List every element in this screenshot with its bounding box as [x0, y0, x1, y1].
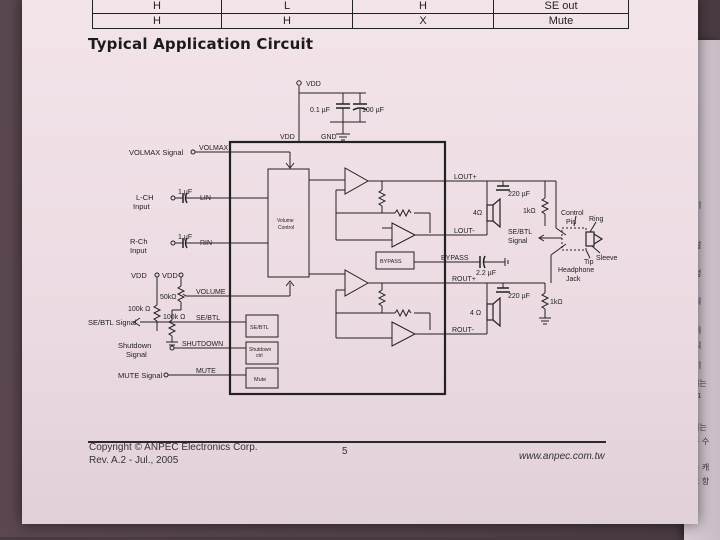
arrow-icon	[538, 234, 545, 242]
side-text: 이는	[692, 379, 707, 388]
datasheet-page	[22, 0, 698, 524]
tip-label: Tip	[584, 259, 594, 266]
mute-pin-label: MUTE	[196, 368, 216, 375]
rout-minus-label: ROUT-	[452, 327, 474, 334]
revision-text: Rev. A.2 - Jul., 2005	[89, 455, 179, 466]
shutdown-block	[245, 341, 279, 365]
schematic-labels: VDD 0.1 µF 100 µF VDD GND VOLMAX Signal …	[88, 81, 618, 383]
website-url: www.anpec.com.tw	[519, 451, 605, 462]
res-label: 1kΩ	[550, 299, 563, 306]
resistor-icon	[394, 308, 412, 318]
volume-pin-label: VOLUME	[196, 289, 226, 296]
lout-plus-label: LOUT+	[454, 174, 477, 181]
rch-terminal	[170, 240, 176, 246]
mute-terminal	[163, 372, 169, 378]
speaker-icon	[486, 303, 494, 321]
sebtl-block	[245, 314, 279, 338]
sebtl-signal-label: SE/BTL Signal	[88, 318, 137, 327]
vdd-pin-label: VDD	[280, 134, 295, 141]
arrow-icon	[133, 317, 141, 327]
res-label: 1kΩ	[523, 208, 536, 215]
shutdown-terminal	[169, 345, 175, 351]
cap-label: 220 µF	[508, 191, 530, 198]
volmax-terminal	[190, 149, 196, 155]
gnd-pin-label: GND	[321, 134, 337, 141]
potentiometer-icon	[176, 285, 186, 303]
page-number: 5	[342, 446, 348, 457]
resistor-icon	[540, 197, 550, 215]
sleeve-label: Sleeve	[596, 255, 618, 262]
lin-pin-label: LIN-	[200, 195, 214, 202]
cap-label: 2.2 µF	[476, 270, 496, 277]
bypass-pin-label: BYPASS	[441, 255, 469, 262]
resistor-icon	[377, 289, 387, 307]
speaker-icon	[486, 204, 494, 222]
shutdown-pin-label: SHUTDOWN	[182, 341, 223, 348]
headphone-jack-icon	[561, 227, 587, 251]
resistor-icon	[152, 304, 162, 322]
copyright-text: Copyright © ANPEC Electronics Corp.	[89, 442, 258, 453]
speaker-label: 4Ω	[473, 210, 482, 217]
side-text: 코 항	[692, 477, 710, 486]
cap-label: 1 µF	[178, 234, 192, 241]
res-label: 100k Ω	[163, 314, 185, 321]
resistor-icon	[540, 292, 550, 310]
amplifier-icon	[344, 269, 370, 297]
sebtl-pin-label: SE/BTL	[196, 315, 220, 322]
volume-control-block	[267, 168, 310, 278]
side-text: 는 캐	[692, 463, 710, 472]
side-text: 구 수	[692, 437, 710, 446]
bypass-block-label: BYPASS	[380, 259, 402, 265]
amplifier-icon	[391, 321, 417, 347]
section-title: Typical Application Circuit	[88, 35, 314, 53]
vdd-top-label: VDD	[306, 81, 321, 88]
table-cell: Mute	[493, 13, 629, 29]
ring-label: Ring	[589, 216, 604, 223]
vdd-terminal	[296, 80, 302, 86]
speaker-label: 4 Ω	[470, 310, 481, 317]
lch-terminal	[170, 195, 176, 201]
res-label: 100k Ω	[128, 306, 150, 313]
cap-label: 1 µF	[178, 189, 192, 196]
cap-label: 0.1 µF	[310, 107, 330, 114]
amplifier-icon	[391, 222, 417, 248]
truth-table: H L H SE out H H X Mute	[92, 0, 629, 29]
vdd-terminal	[178, 272, 184, 278]
rin-pin-label: RIN-	[200, 240, 215, 247]
amplifier-icon	[344, 167, 370, 195]
vdd-left-label: VDD	[131, 271, 147, 280]
res-label: 50kΩ	[160, 294, 177, 301]
ic-package	[228, 140, 447, 396]
mute-block-label: Mute	[254, 377, 266, 383]
mute-block	[245, 367, 279, 389]
vdd-terminal	[154, 272, 160, 278]
cap-label: 100 µF	[362, 107, 384, 114]
volmax-pin-label: VOLMAX	[199, 145, 229, 152]
cap-label: 220 µF	[508, 293, 530, 300]
vdd-left-label: VDD	[162, 271, 178, 280]
resistor-icon	[394, 208, 412, 218]
table-row: H H X Mute	[92, 13, 629, 29]
mute-signal-label: MUTE Signal	[118, 371, 163, 380]
volmax-signal-label: VOLMAX Signal	[129, 148, 184, 157]
lout-minus-label: LOUT-	[454, 228, 475, 235]
sebtl-block-label: SE/BTL	[250, 325, 269, 331]
rout-plus-label: ROUT+	[452, 276, 476, 283]
side-text: 어는	[692, 423, 707, 432]
resistor-icon	[377, 189, 387, 207]
footer-rule	[88, 441, 606, 443]
bypass-block	[375, 251, 415, 270]
table-cell: H	[92, 13, 222, 29]
